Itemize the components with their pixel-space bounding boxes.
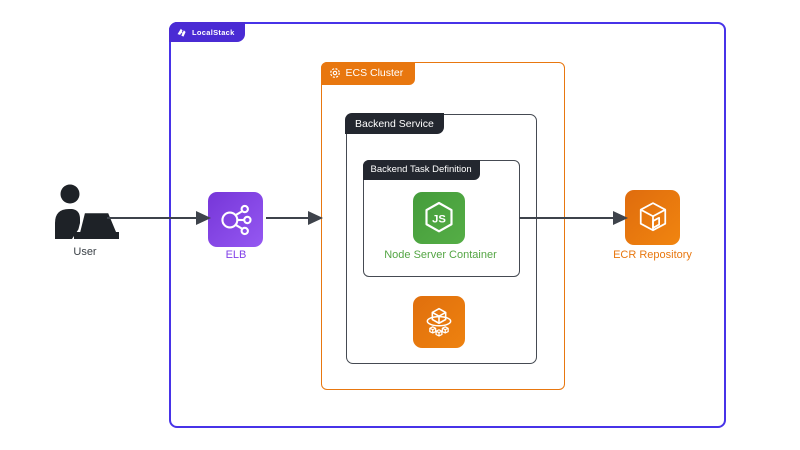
elb-label: ELB xyxy=(225,249,247,261)
ecr-box-icon xyxy=(639,201,666,231)
ecs-cluster-label: ECS Cluster xyxy=(345,67,404,79)
user-label: User xyxy=(73,246,97,258)
backend-service-label: Backend Service xyxy=(355,117,434,130)
backend-task-definition-label: Backend Task Definition xyxy=(370,164,472,175)
ecs-cluster-tab: ECS Cluster xyxy=(320,61,416,85)
node-server-icon: JS xyxy=(413,192,465,244)
load-balancer-icon xyxy=(220,204,252,235)
backend-task-definition-tab: Backend Task Definition xyxy=(362,159,480,180)
localstack-label: LocalStack xyxy=(192,27,235,37)
ecs-service-icon xyxy=(413,296,465,348)
nodejs-js-text: JS xyxy=(432,214,446,226)
localstack-tab: LocalStack xyxy=(169,22,245,42)
localstack-logo-icon xyxy=(177,28,186,37)
user-icon xyxy=(55,184,120,239)
ecs-cube-orbit-icon xyxy=(426,307,452,337)
ecr-repository-icon xyxy=(625,190,680,245)
ecs-cluster-icon xyxy=(329,68,340,78)
node-server-label: Node Server Container xyxy=(384,249,497,261)
ecr-repository-label: ECR Repository xyxy=(613,249,692,261)
nodejs-logo-icon: JS xyxy=(425,201,453,233)
backend-service-tab: Backend Service xyxy=(345,113,444,134)
elb-icon xyxy=(208,192,263,247)
